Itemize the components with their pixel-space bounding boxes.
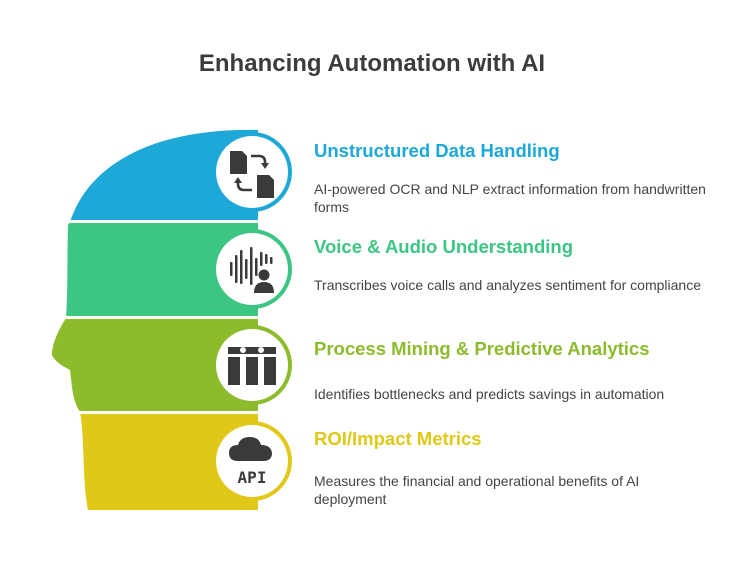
item-description: Measures the financial and operational b…	[314, 473, 640, 507]
cloud-api-label: API	[238, 468, 267, 487]
item-description: Transcribes voice calls and analyzes sen…	[314, 277, 701, 293]
icon-circle-1	[212, 132, 292, 212]
item-description: Identifies bottlenecks and predicts savi…	[314, 386, 665, 402]
item-title: Voice & Audio Understanding	[314, 236, 574, 257]
item-voice-audio: Voice & Audio Understanding Transcribes …	[314, 236, 714, 294]
item-roi-metrics: ROI/Impact Metrics Measures the financia…	[314, 428, 714, 508]
voice-user-icon	[230, 247, 274, 293]
item-title: Unstructured Data Handling	[314, 140, 560, 161]
process-blocks-icon	[228, 347, 276, 385]
item-process-mining: Process Mining & Predictive Analytics Id…	[314, 338, 714, 403]
item-unstructured-data: Unstructured Data Handling AI-powered OC…	[314, 140, 714, 216]
page-title: Enhancing Automation with AI	[198, 50, 546, 77]
document-swap-icon	[230, 151, 274, 198]
item-title: ROI/Impact Metrics	[314, 428, 482, 449]
item-description: AI-powered OCR and NLP extract informati…	[314, 181, 706, 215]
cloud-api-icon: API	[229, 437, 272, 487]
item-title: Process Mining & Predictive Analytics	[314, 338, 650, 359]
